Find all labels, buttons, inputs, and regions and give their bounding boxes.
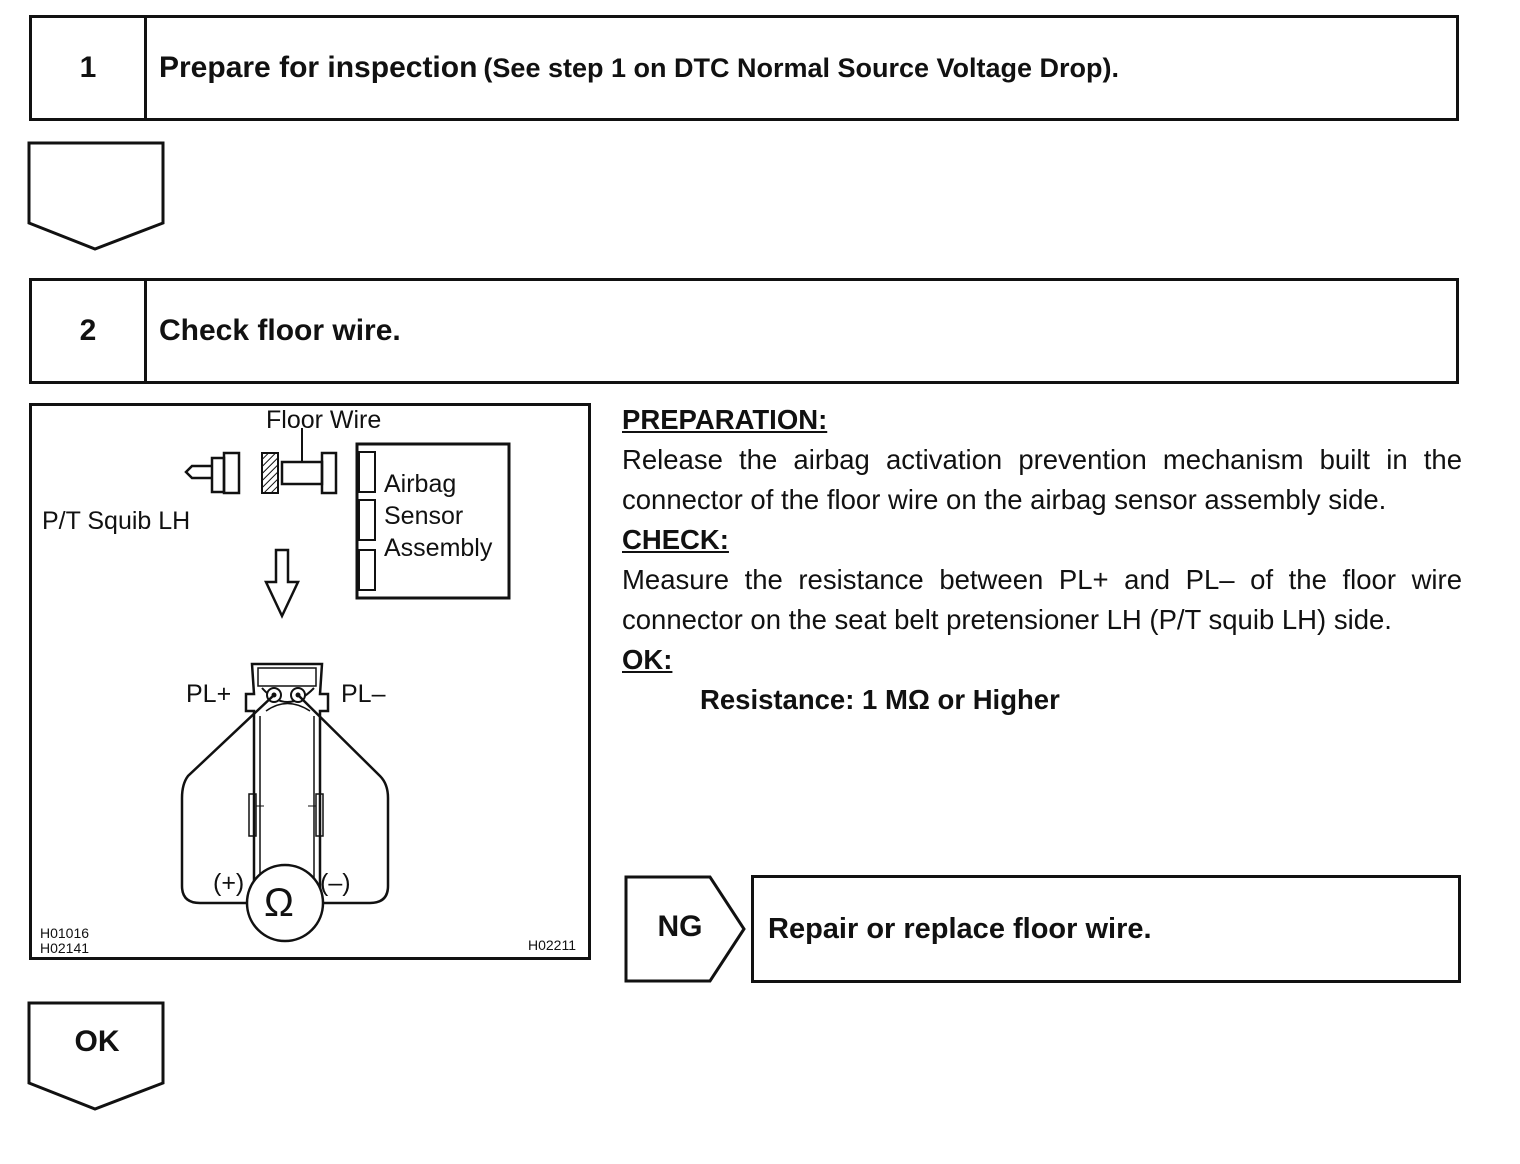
down-arrow-shape	[264, 548, 300, 619]
floor-wire-shape	[261, 428, 338, 495]
step-2-title: Check floor wire.	[159, 314, 401, 347]
step-1-subtitle: (See step 1 on DTC Normal Source Voltage…	[483, 52, 1120, 83]
connector-illustration	[180, 428, 511, 943]
ohm-symbol: Ω	[264, 881, 294, 925]
ok-spec: Resistance: 1 MΩ or Higher	[700, 684, 1060, 715]
pretensioner-connector-shape	[244, 662, 330, 898]
pl-plus-label: PL+	[186, 680, 232, 708]
meter-minus-label: (–)	[320, 869, 351, 897]
step-1-title-row: Prepare for inspection (See step 1 on DT…	[147, 18, 1119, 118]
step-2-title-row: Check floor wire.	[147, 281, 401, 381]
step-1-number: 1	[32, 18, 147, 118]
ok-label: OK	[74, 1025, 120, 1058]
ng-arrow	[624, 875, 746, 983]
figure-code-right: H02211	[528, 937, 577, 953]
pl-minus-label: PL–	[341, 680, 386, 708]
wiring-diagram: Floor Wire P/T Squib LH Airbag Sensor As…	[29, 403, 591, 960]
ng-action-text: Repair or replace floor wire.	[768, 912, 1152, 945]
step-2-box: 2 Check floor wire.	[29, 278, 1459, 384]
squib-connector-shape	[184, 451, 241, 495]
ng-label: NG	[657, 910, 703, 943]
check-heading: CHECK:	[622, 524, 729, 555]
airbag-sensor-shape	[355, 442, 511, 600]
check-text: Measure the resistance between PL+ and P…	[622, 564, 1462, 635]
ok-arrow	[27, 1001, 165, 1111]
step-2-number: 2	[32, 281, 147, 381]
meter-plus-label: (+)	[213, 869, 245, 897]
test-lead-negative	[297, 694, 390, 905]
ok-heading: OK:	[622, 644, 673, 675]
flow-arrow-1	[27, 141, 165, 251]
airbag-label-line-3: Assembly	[384, 534, 493, 562]
airbag-label-line-2: Sensor	[384, 502, 464, 530]
figure-code-1: H01016	[40, 925, 90, 941]
instructions: PREPARATION: Release the airbag activati…	[622, 400, 1462, 720]
step-1-title: Prepare for inspection	[159, 51, 478, 84]
preparation-heading: PREPARATION:	[622, 404, 828, 435]
ng-action-box: Repair or replace floor wire.	[751, 875, 1461, 983]
airbag-label-line-1: Airbag	[384, 470, 457, 498]
step-1-box: 1 Prepare for inspection (See step 1 on …	[29, 15, 1459, 121]
figure-code-left: H01016 H02141	[40, 926, 89, 956]
floor-wire-label: Floor Wire	[266, 406, 382, 434]
ohmmeter-circle	[245, 863, 325, 943]
test-lead-positive	[180, 694, 275, 905]
figure-code-2: H02141	[40, 940, 90, 956]
pt-squib-label: P/T Squib LH	[42, 507, 191, 535]
preparation-text: Release the airbag activation prevention…	[622, 444, 1462, 515]
